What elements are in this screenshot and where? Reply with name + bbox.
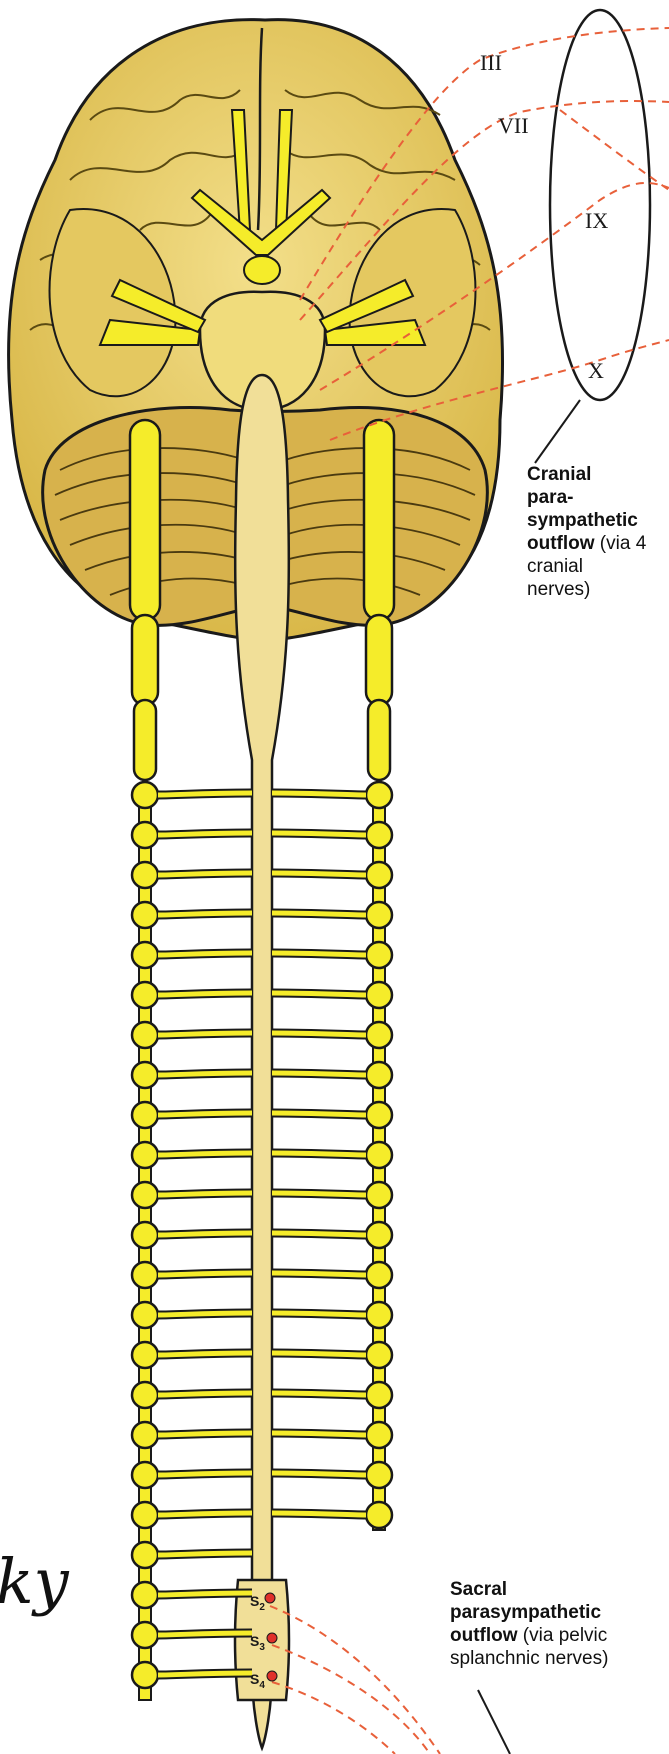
ramus-right-4	[272, 953, 366, 955]
ganglion-left-6	[132, 1022, 158, 1048]
ramus-right-16	[272, 1433, 366, 1435]
ganglion-left-15	[132, 1382, 158, 1408]
ramus-right-3	[272, 913, 366, 915]
ganglion-right-17	[366, 1462, 392, 1488]
ramus-right-13	[272, 1313, 366, 1315]
ramus-right-7	[272, 1073, 366, 1075]
ramus-left-14	[158, 1353, 252, 1355]
ganglion-right-7	[366, 1062, 392, 1088]
ramus-left-11	[158, 1233, 252, 1235]
ganglion-left-0	[132, 782, 158, 808]
ramus-right-9	[272, 1153, 366, 1155]
ganglion-right-16	[366, 1422, 392, 1448]
ganglion-left-8	[132, 1102, 158, 1128]
ganglion-left-18	[132, 1502, 158, 1528]
ramus-left-4	[158, 953, 252, 955]
ramus-right-18	[272, 1513, 366, 1515]
cranial-leader-line	[535, 400, 580, 463]
ganglion-left-20	[132, 1582, 158, 1608]
ramus-right-10	[272, 1193, 366, 1195]
ramus-left-18	[158, 1513, 252, 1515]
sacral-outflow-lines	[270, 1606, 440, 1754]
ramus-left-15	[158, 1393, 252, 1395]
ganglion-left-19	[132, 1542, 158, 1568]
ganglion-left-9	[132, 1142, 158, 1168]
ramus-left-7	[158, 1073, 252, 1075]
ramus-left-5	[158, 993, 252, 995]
ganglion-left-1	[132, 822, 158, 848]
ganglion-right-8	[366, 1102, 392, 1128]
ramus-left-20	[158, 1593, 252, 1595]
ramus-right-6	[272, 1033, 366, 1035]
ganglion-left-3	[132, 902, 158, 928]
nerve-label-iii: III	[480, 50, 502, 75]
ganglion-right-4	[366, 942, 392, 968]
ganglion-left-14	[132, 1342, 158, 1368]
ramus-right-15	[272, 1393, 366, 1395]
ganglion-left-22	[132, 1662, 158, 1688]
ganglion-left-16	[132, 1422, 158, 1448]
ganglion-left-7	[132, 1062, 158, 1088]
ramus-left-21	[158, 1633, 252, 1635]
cranial-outflow-label: Cranial para- sympathetic outflow (via 4…	[527, 463, 646, 601]
ganglion-right-15	[366, 1382, 392, 1408]
ramus-right-12	[272, 1273, 366, 1275]
ganglion-right-11	[366, 1222, 392, 1248]
nerve-label-vii: VII	[498, 113, 529, 138]
sympathetic-chain-right	[364, 420, 394, 780]
nerve-label-ix: IX	[585, 208, 608, 233]
ramus-left-16	[158, 1433, 252, 1435]
ramus-left-0	[158, 793, 252, 795]
ramus-left-1	[158, 833, 252, 835]
ramus-right-14	[272, 1353, 366, 1355]
ganglion-left-10	[132, 1182, 158, 1208]
sacral-leader-line	[478, 1690, 510, 1754]
ramus-left-19	[158, 1553, 252, 1555]
ganglion-left-12	[132, 1262, 158, 1288]
ramus-left-12	[158, 1273, 252, 1275]
ramus-left-17	[158, 1473, 252, 1475]
ganglion-right-13	[366, 1302, 392, 1328]
ganglion-left-13	[132, 1302, 158, 1328]
ganglion-right-9	[366, 1142, 392, 1168]
nerve-label-x: X	[588, 358, 604, 383]
ganglion-right-0	[366, 782, 392, 808]
ganglion-left-5	[132, 982, 158, 1008]
ganglion-left-4	[132, 942, 158, 968]
ganglion-right-3	[366, 902, 392, 928]
sacral-outflow-label: Sacral parasympathetic outflow (via pelv…	[450, 1578, 608, 1670]
ganglion-left-2	[132, 862, 158, 888]
ganglion-left-17	[132, 1462, 158, 1488]
ramus-left-22	[158, 1673, 252, 1675]
ramus-left-8	[158, 1113, 252, 1115]
ganglion-left-21	[132, 1622, 158, 1648]
spinal-cord	[235, 375, 289, 1748]
sympathetic-chain-left	[130, 420, 160, 780]
ramus-left-2	[158, 873, 252, 875]
ramus-left-3	[158, 913, 252, 915]
ganglion-right-14	[366, 1342, 392, 1368]
handwritten-fragment: ky	[0, 1545, 69, 1618]
ganglion-right-2	[366, 862, 392, 888]
ramus-left-6	[158, 1033, 252, 1035]
ganglion-right-10	[366, 1182, 392, 1208]
ganglion-right-18	[366, 1502, 392, 1528]
ganglion-left-11	[132, 1222, 158, 1248]
ramus-right-11	[272, 1233, 366, 1235]
ganglion-right-6	[366, 1022, 392, 1048]
ramus-right-1	[272, 833, 366, 835]
cranial-nerve-group-outline	[550, 10, 650, 400]
ramus-right-17	[272, 1473, 366, 1475]
ramus-left-9	[158, 1153, 252, 1155]
ramus-right-2	[272, 873, 366, 875]
ganglion-right-1	[366, 822, 392, 848]
ramus-right-0	[272, 793, 366, 795]
ramus-left-10	[158, 1193, 252, 1195]
ganglion-right-5	[366, 982, 392, 1008]
ramus-left-13	[158, 1313, 252, 1315]
ramus-right-8	[272, 1113, 366, 1115]
ramus-right-5	[272, 993, 366, 995]
ganglion-right-12	[366, 1262, 392, 1288]
